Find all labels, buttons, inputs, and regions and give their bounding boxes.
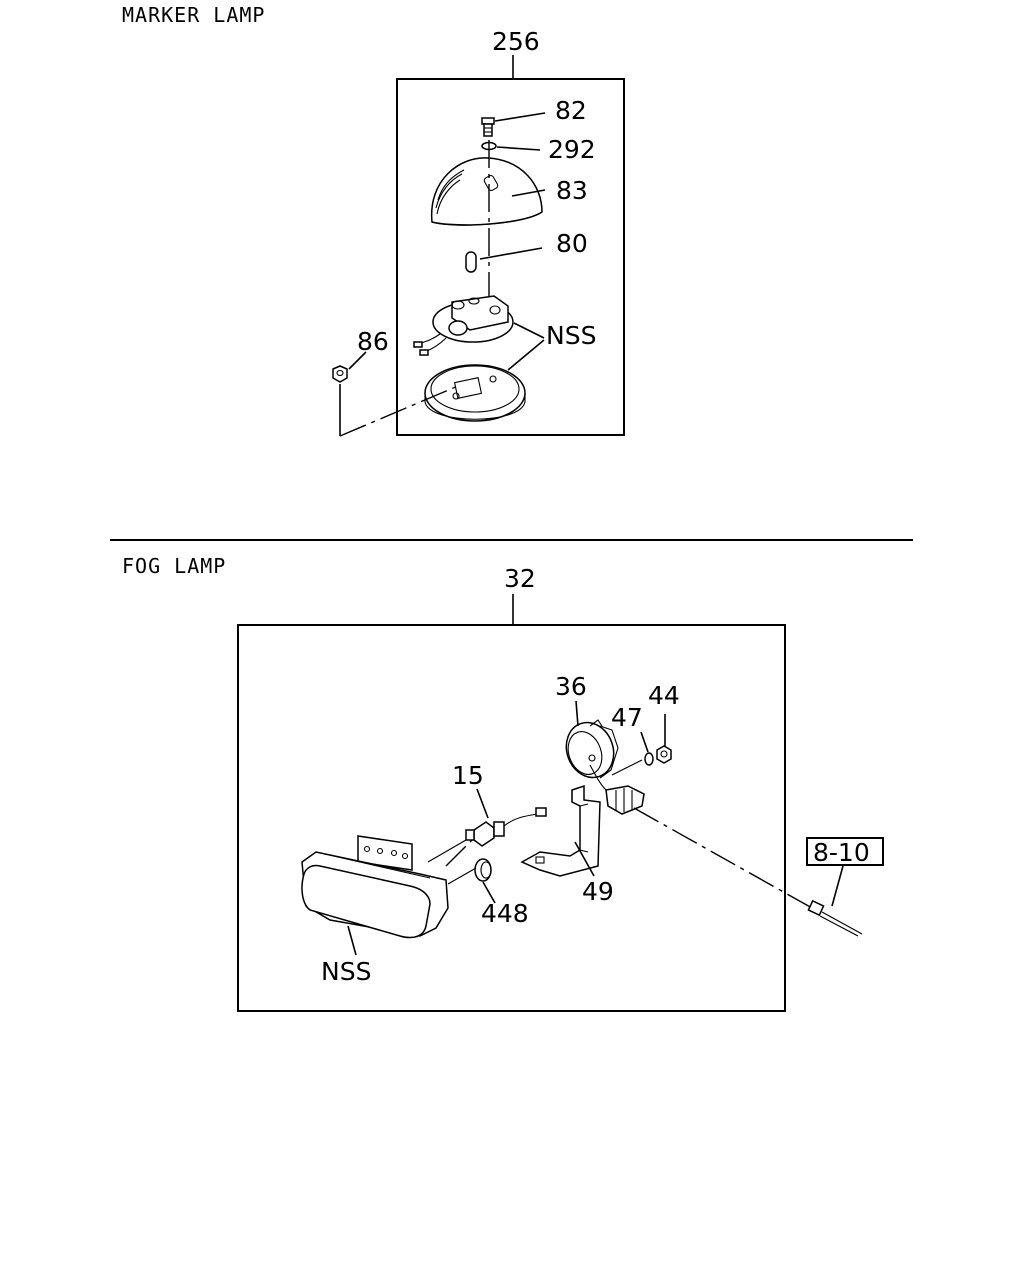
base-plate-part bbox=[424, 364, 526, 422]
callout-83: 83 bbox=[556, 176, 588, 205]
screw-part bbox=[481, 117, 495, 137]
callout-8-10: 8-10 bbox=[813, 838, 870, 867]
fog-lamp-assembly-frame bbox=[237, 624, 786, 1012]
harness-ref-box bbox=[806, 837, 884, 866]
callout-292: 292 bbox=[548, 135, 596, 164]
lens-dome-part bbox=[431, 157, 543, 226]
callout-448: 448 bbox=[481, 899, 529, 928]
connector-part bbox=[589, 759, 645, 815]
callout-15: 15 bbox=[452, 761, 484, 790]
callout-nss-fog: NSS bbox=[321, 957, 371, 986]
callout-49: 49 bbox=[582, 877, 614, 906]
marker-lamp-section: MARKER LAMP 256 82 292 83 bbox=[122, 3, 625, 437]
marker-lamp-assembly-frame bbox=[396, 78, 625, 436]
fog-lamp-title: FOG LAMP bbox=[122, 554, 226, 578]
fog-lamp-assembly-ref: 32 bbox=[504, 564, 536, 593]
fog-lamp-body-part bbox=[301, 835, 477, 939]
grommet-part bbox=[474, 858, 492, 882]
rear-cover-part bbox=[565, 719, 619, 779]
harness-plug-part bbox=[807, 899, 863, 937]
callout-47: 47 bbox=[611, 703, 643, 732]
callout-86: 86 bbox=[357, 327, 389, 356]
nut-part bbox=[332, 365, 348, 383]
fog-nut-part bbox=[656, 745, 672, 764]
bulb-part bbox=[465, 251, 477, 273]
fog-bulb-part bbox=[465, 807, 547, 847]
marker-lamp-assembly-ref: 256 bbox=[492, 27, 540, 56]
callout-82: 82 bbox=[555, 96, 587, 125]
callout-80: 80 bbox=[556, 229, 588, 258]
callout-36: 36 bbox=[555, 672, 587, 701]
callout-44: 44 bbox=[648, 681, 680, 710]
callout-nss-marker: NSS bbox=[546, 321, 596, 350]
socket-plate-part bbox=[413, 295, 514, 356]
bracket-part bbox=[520, 784, 601, 877]
fog-washer-part bbox=[644, 752, 654, 766]
marker-lamp-title: MARKER LAMP bbox=[122, 3, 265, 27]
fog-lamp-section: FOG LAMP 32 36 47 44 bbox=[122, 554, 884, 1012]
